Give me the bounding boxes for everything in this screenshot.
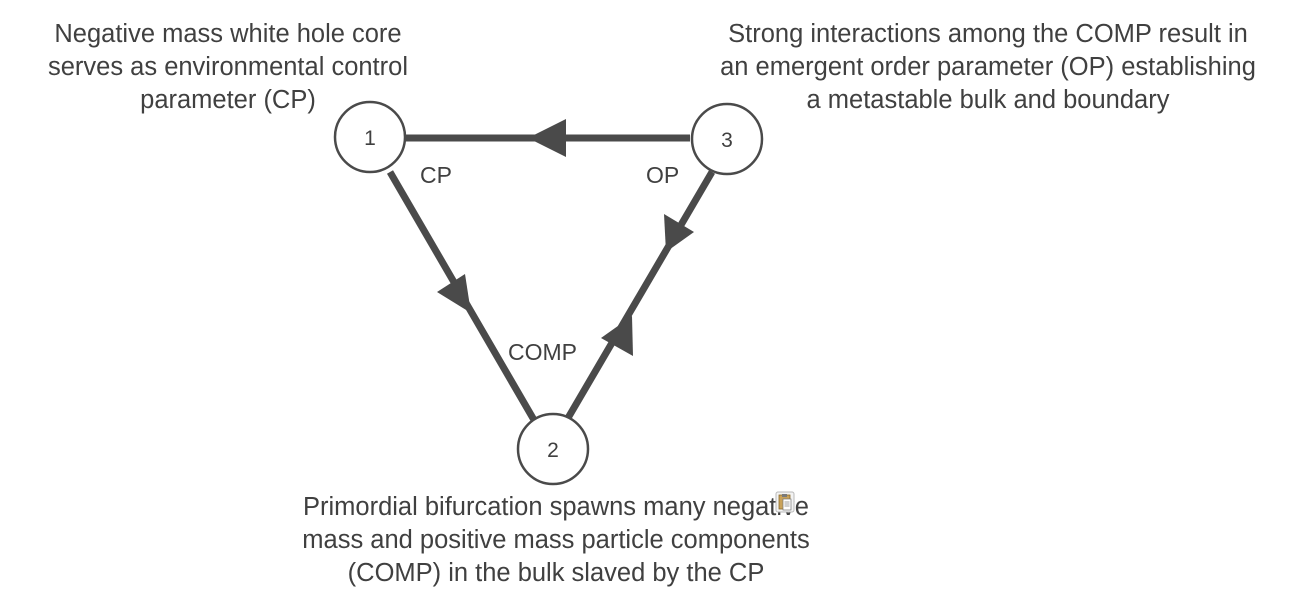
node-3-label: 3	[721, 129, 733, 152]
caption-line: Strong interactions among the COMP resul…	[728, 20, 1248, 48]
caption-line: an emergent order parameter (OP) establi…	[720, 53, 1256, 81]
node-1-caption: Negative mass white hole core serves as …	[0, 18, 456, 117]
arrowhead-2-to-3	[601, 316, 633, 356]
arrowhead-3-to-1	[528, 119, 566, 157]
node-2-circle	[516, 412, 590, 486]
arrowhead-op	[664, 214, 694, 252]
caption-line: a metastable bulk and boundary	[806, 86, 1170, 114]
node-3-circle	[690, 102, 764, 176]
caption-line: mass and positive mass particle componen…	[302, 526, 810, 554]
clipboard-icon[interactable]	[775, 491, 795, 513]
arrowhead-1-to-2	[437, 274, 471, 313]
node-2-label: 2	[547, 439, 559, 462]
caption-line: (COMP) in the bulk slaved by the CP	[347, 559, 765, 587]
edge-label-comp: COMP	[508, 339, 577, 365]
caption-line: serves as environmental control	[47, 53, 408, 81]
node-3: 3	[690, 102, 764, 176]
caption-line: parameter (CP)	[140, 86, 316, 114]
node-1-circle	[333, 100, 407, 174]
node-3-caption: Strong interactions among the COMP resul…	[676, 18, 1300, 117]
node-2-caption: Primordial bifurcation spawns many negat…	[250, 491, 862, 590]
node-2: 2	[516, 412, 590, 486]
edge-label-cp: CP	[420, 162, 452, 188]
caption-line: Negative mass white hole core	[54, 20, 402, 48]
edge-2-to-3	[564, 170, 716, 420]
node-1-label: 1	[364, 127, 376, 150]
edge-label-op: OP	[646, 162, 680, 188]
caption-line: Primordial bifurcation spawns many negat…	[303, 493, 809, 521]
node-1: 1	[333, 100, 407, 174]
